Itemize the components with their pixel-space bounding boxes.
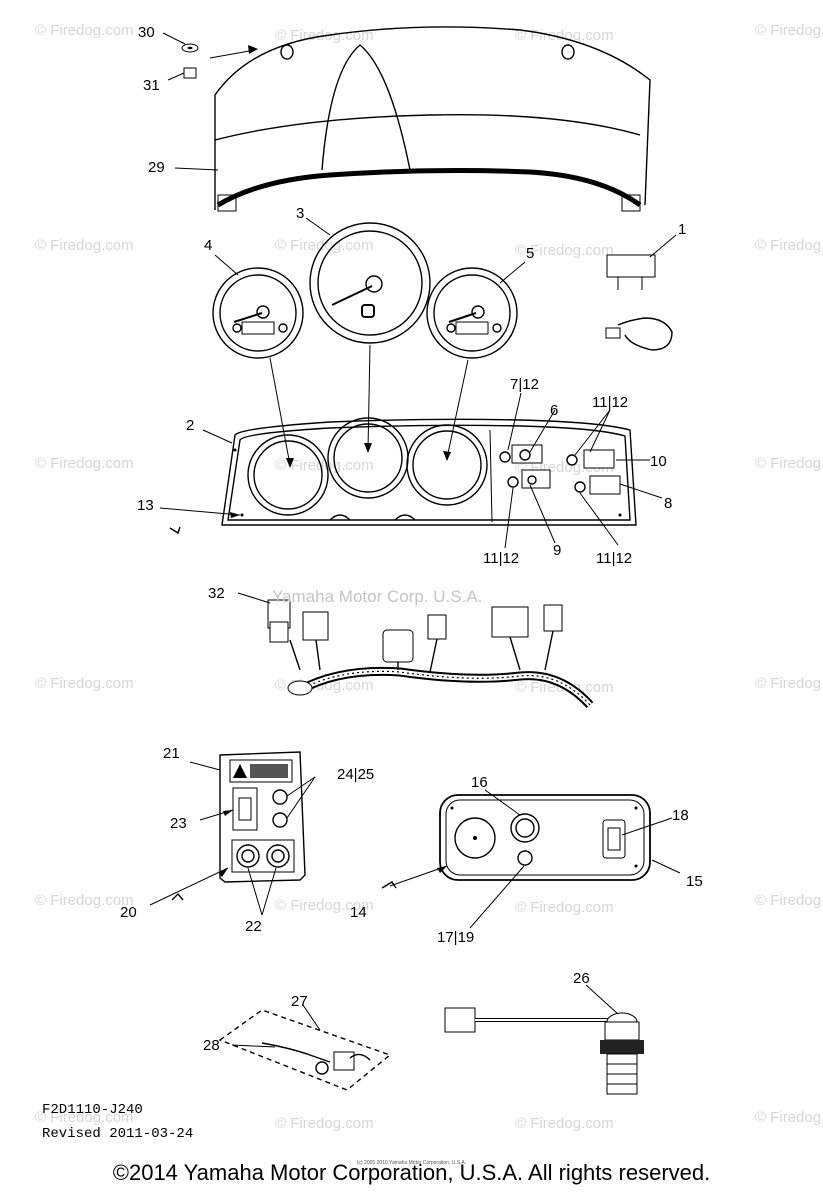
fuel-gauge <box>426 267 518 359</box>
callout-2: 2 <box>186 417 194 434</box>
callout-labels: 30 31 29 3 4 5 1 2 7|12 6 11|12 10 8 13 … <box>120 24 703 1054</box>
callout-28: 28 <box>203 1037 220 1054</box>
watermark: © Firedog.com <box>755 455 823 472</box>
electronic-module <box>605 254 673 351</box>
dash-cover <box>214 26 651 212</box>
callout-27: 27 <box>291 993 308 1010</box>
callout-23: 23 <box>170 815 187 832</box>
watermark: © Firedog.com <box>35 237 134 254</box>
watermark: © Firedog.com <box>755 892 823 909</box>
copyright-notice: ©2014 Yamaha Motor Corporation, U.S.A. A… <box>112 1160 711 1185</box>
watermark: © Firedog.com <box>755 1109 823 1126</box>
callout-7-12: 7|12 <box>510 376 539 393</box>
callout-5: 5 <box>526 245 534 262</box>
screw-part <box>381 881 397 889</box>
callout-3: 3 <box>296 205 304 222</box>
callout-11-12: 11|12 <box>596 550 632 567</box>
watermark: © Firedog.com <box>35 22 134 39</box>
watermark: © Firedog.com <box>275 237 374 254</box>
callout-18: 18 <box>672 807 689 824</box>
screw-part <box>171 892 184 901</box>
callout-32: 32 <box>208 585 225 602</box>
speedometer-gauge <box>309 222 431 344</box>
accessory-panel <box>439 794 651 881</box>
callout-20: 20 <box>120 904 137 921</box>
revision-date: Revised 2011-03-24 <box>42 1126 193 1142</box>
callout-21: 21 <box>163 745 180 762</box>
wire-harness <box>267 599 594 709</box>
watermark: © Firedog.com <box>515 1115 614 1132</box>
center-watermark: Yamaha Motor Corp. U.S.A. <box>272 587 482 606</box>
watermark: © Firedog.com <box>275 457 374 474</box>
callout-9: 9 <box>553 542 561 559</box>
watermark: © Firedog.com <box>755 237 823 254</box>
assembly-arrows <box>209 45 469 468</box>
switch-panel <box>219 751 306 883</box>
callout-11-12: 11|12 <box>483 550 519 567</box>
callout-31: 31 <box>143 77 160 94</box>
screw-part <box>169 526 181 535</box>
callout-14: 14 <box>350 904 367 921</box>
watermark: © Firedog.com <box>515 242 614 259</box>
watermark: © Firedog.com <box>35 1109 134 1126</box>
callout-15: 15 <box>686 873 703 890</box>
watermark: © Firedog.com <box>35 455 134 472</box>
watermark: © Firedog.com <box>515 27 614 44</box>
wiring-kit <box>218 1009 392 1091</box>
power-port <box>444 1007 644 1095</box>
callout-11-12: 11|12 <box>592 394 628 411</box>
watermark: © Firedog.com <box>35 892 134 909</box>
callout-24-25: 24|25 <box>337 766 374 783</box>
callout-26: 26 <box>573 970 590 987</box>
instrument-panel <box>221 417 637 526</box>
leader-lines <box>149 32 681 1048</box>
callout-22: 22 <box>245 918 262 935</box>
watermark: © Firedog.com <box>275 1115 374 1132</box>
callout-6: 6 <box>550 402 558 419</box>
small-copyright: (c) 2005 2010 Yamaha Motor Corporation, … <box>356 1160 467 1166</box>
callout-29: 29 <box>148 159 165 176</box>
callout-4: 4 <box>204 237 212 254</box>
callout-10: 10 <box>650 453 667 470</box>
watermark: © Firedog.com <box>755 22 823 39</box>
nut-part <box>183 67 197 79</box>
watermark: © Firedog.com <box>275 897 374 914</box>
watermarks: © Firedog.com © Firedog.com © Firedog.co… <box>35 22 823 1132</box>
document-code: F2D1110-J240 <box>42 1102 143 1118</box>
watermark: © Firedog.com <box>515 899 614 916</box>
watermark: © Firedog.com <box>35 675 134 692</box>
tachometer-gauge <box>212 267 304 359</box>
callout-17-19: 17|19 <box>437 929 474 946</box>
watermark: © Firedog.com <box>755 675 823 692</box>
callout-1: 1 <box>678 221 686 238</box>
callout-16: 16 <box>471 774 488 791</box>
callout-13: 13 <box>137 497 154 514</box>
callout-30: 30 <box>138 24 155 41</box>
callout-8: 8 <box>664 495 672 512</box>
